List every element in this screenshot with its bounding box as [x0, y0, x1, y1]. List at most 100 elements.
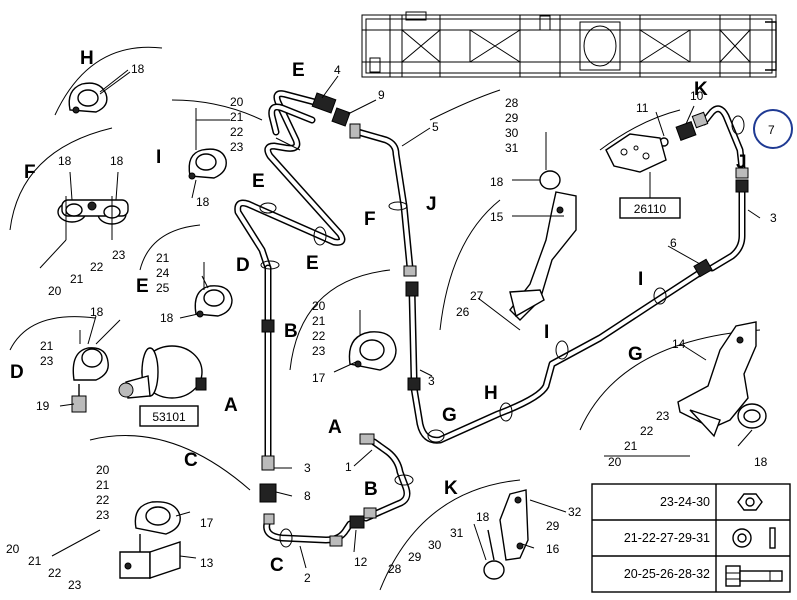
clamp-d-drawing	[71, 330, 109, 413]
cover-26110-drawing	[605, 133, 667, 198]
bracket-g-drawing	[677, 321, 767, 438]
part-number-4: 4	[334, 63, 341, 77]
section-label-k-detail: K	[444, 478, 458, 499]
part-number-18: 18	[196, 195, 210, 209]
part-number-23: 23	[230, 140, 244, 154]
legend-codes-nut: 23-24-30	[660, 495, 710, 509]
part-number-18: 18	[476, 510, 490, 524]
section-label-a-left: A	[224, 395, 238, 416]
section-label-k-pipe: K	[694, 79, 708, 100]
section-label-e-top: E	[292, 60, 305, 81]
bracket-k-drawing	[483, 489, 529, 580]
part-number-24: 24	[156, 266, 170, 280]
section-label-c-pipe: C	[270, 555, 284, 576]
clamp-e-drawing	[194, 262, 233, 318]
part-number-18: 18	[90, 305, 104, 319]
section-label-h: H	[80, 48, 94, 69]
section-label-d-pipe: D	[236, 255, 250, 276]
detail-arcs	[9, 46, 761, 591]
clamp-c-drawing	[119, 501, 181, 579]
part-number-21: 21	[70, 272, 84, 286]
part-number-32: 32	[568, 505, 582, 519]
section-label-b-detail: B	[284, 321, 298, 342]
hex-nut-icon	[737, 493, 763, 511]
part-number-23: 23	[96, 508, 110, 522]
section-label-c-left: C	[184, 450, 198, 471]
part-number-20: 20	[96, 463, 110, 477]
part-number-29: 29	[408, 550, 422, 564]
part-number-21: 21	[96, 478, 110, 492]
part-number-28: 28	[388, 562, 402, 576]
leader-lines	[39, 69, 761, 569]
part-number-13: 13	[200, 556, 214, 570]
part-number-20: 20	[608, 455, 622, 469]
part-number-21: 21	[156, 251, 170, 265]
legend-codes-bolt: 20-25-26-28-32	[624, 567, 710, 581]
part-numbers: 18 20 21 22 23 18 18 18 23 22 21 20 21 2…	[6, 62, 777, 592]
part-number-11: 11	[636, 101, 649, 115]
section-label-e-pipe: E	[306, 253, 319, 274]
part-number-31: 31	[505, 141, 519, 155]
ref-code-53101: 53101	[152, 410, 186, 424]
part-number-27: 27	[470, 289, 484, 303]
part-number-12: 12	[354, 555, 368, 569]
valve-53101-drawing	[118, 345, 207, 399]
part-number-16: 16	[546, 542, 560, 556]
part-number-10: 10	[690, 89, 704, 103]
part-number-14: 14	[672, 337, 686, 351]
part-number-3: 3	[428, 374, 435, 388]
bracket-j-drawing	[509, 170, 577, 321]
section-label-h-pipe: H	[484, 383, 498, 404]
section-label-j-detail: J	[426, 194, 437, 215]
ref-code-26110: 26110	[634, 202, 667, 216]
part-number-9: 9	[378, 88, 385, 102]
section-label-g-pipe: G	[442, 405, 457, 426]
section-label-i-pipe: I	[638, 269, 643, 290]
chassis-frame-drawing	[361, 11, 777, 78]
clamp-i-drawing	[188, 108, 230, 180]
part-number-18: 18	[131, 62, 145, 76]
part-number-18: 18	[58, 154, 72, 168]
part-number-22: 22	[90, 260, 104, 274]
part-number-26: 26	[456, 305, 470, 319]
part-number-22: 22	[48, 566, 62, 580]
washer-icon	[732, 527, 776, 549]
part-number-18: 18	[160, 311, 174, 325]
ref-box-53101: 53101	[139, 405, 199, 427]
part-number-29: 29	[505, 111, 519, 125]
part-number-20: 20	[48, 284, 62, 298]
fastener-legend-table: 23-24-30 21-22-27-29-31 20-25-26-28-32	[591, 483, 791, 593]
section-label-e-coil: E	[252, 171, 265, 192]
part-number-22: 22	[230, 125, 244, 139]
section-label-e-left: E	[136, 276, 149, 297]
part-number-23: 23	[112, 248, 126, 262]
section-label-i-lower: I	[544, 322, 549, 343]
part-number-20: 20	[230, 95, 244, 109]
part-number-18: 18	[110, 154, 124, 168]
part-number-5: 5	[432, 120, 439, 134]
clamp-f-drawing	[57, 196, 129, 240]
part-number-22: 22	[640, 424, 654, 438]
legend-codes-washer: 21-22-27-29-31	[624, 531, 710, 545]
part-number-1: 1	[345, 460, 352, 474]
ref-box-26110: 26110	[619, 197, 681, 219]
part-number-18: 18	[490, 175, 504, 189]
part-number-15: 15	[490, 210, 504, 224]
hex-bolt-icon	[725, 565, 783, 587]
part-number-30: 30	[428, 538, 442, 552]
part-number-23: 23	[68, 578, 82, 592]
part-number-21: 21	[40, 339, 54, 353]
part-number-21: 21	[624, 439, 638, 453]
part-number-19: 19	[36, 399, 50, 413]
part-number-21: 21	[312, 314, 326, 328]
part-number-2: 2	[304, 571, 311, 585]
part-number-3: 3	[304, 461, 311, 475]
clamp-h-drawing	[68, 71, 131, 114]
part-number-23: 23	[312, 344, 326, 358]
part-number-30: 30	[505, 126, 519, 140]
part-number-23: 23	[656, 409, 670, 423]
part-number-22: 22	[96, 493, 110, 507]
section-label-a-pipe: A	[328, 417, 342, 438]
brake-pipe-system	[234, 90, 749, 548]
